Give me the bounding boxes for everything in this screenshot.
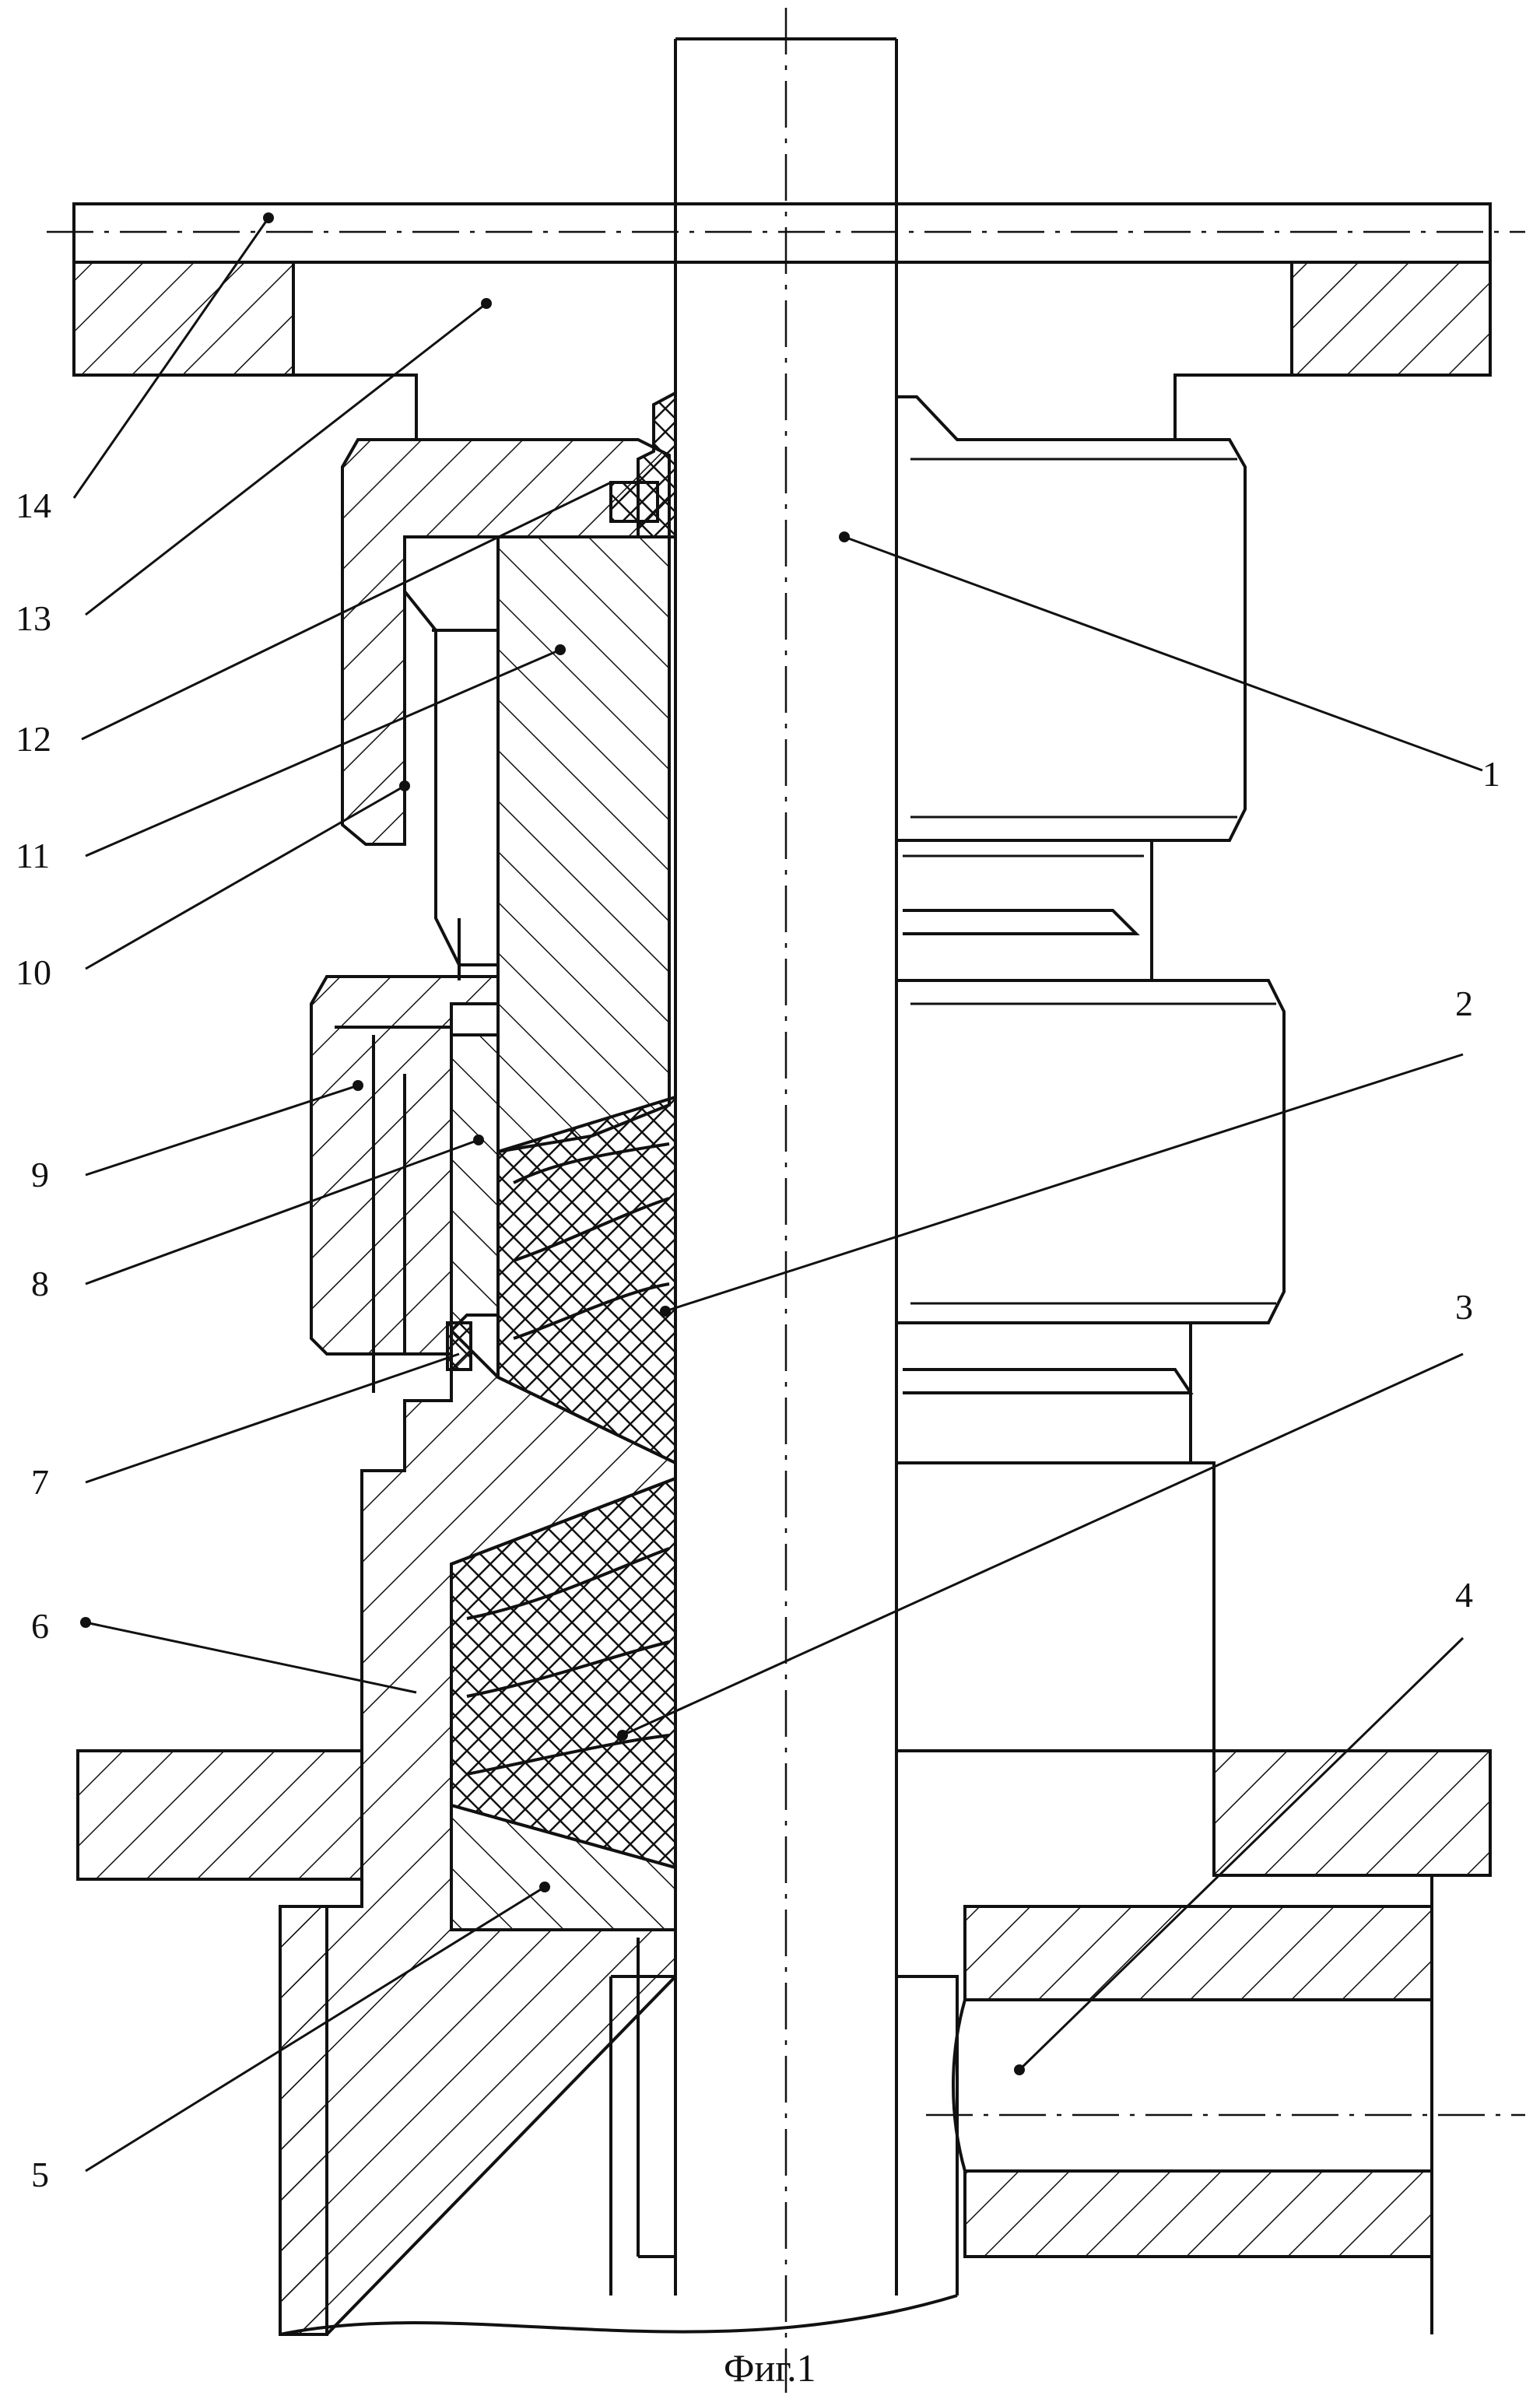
shaft bbox=[675, 8, 896, 2393]
sleeve bbox=[405, 537, 498, 980]
label-11: 11 bbox=[16, 836, 50, 875]
label-3: 3 bbox=[1455, 1287, 1473, 1327]
label-6: 6 bbox=[31, 1606, 49, 1646]
right-lower-flange bbox=[926, 1751, 1525, 2334]
inner-bushing bbox=[498, 537, 669, 1152]
label-14: 14 bbox=[16, 486, 51, 525]
left-lower-flange bbox=[78, 1751, 362, 2334]
top-plate bbox=[74, 204, 1490, 440]
label-13: 13 bbox=[16, 598, 51, 638]
label-9: 9 bbox=[31, 1155, 49, 1194]
label-12: 12 bbox=[16, 719, 51, 759]
label-7: 7 bbox=[31, 1462, 49, 1502]
right-external-view bbox=[896, 397, 1284, 1751]
label-10: 10 bbox=[16, 952, 51, 992]
label-2: 2 bbox=[1455, 984, 1473, 1023]
label-5: 5 bbox=[31, 2155, 49, 2194]
figure-caption: Фиг.1 bbox=[724, 2346, 816, 2390]
label-4: 4 bbox=[1455, 1575, 1473, 1615]
label-8: 8 bbox=[31, 1264, 49, 1303]
label-1: 1 bbox=[1482, 754, 1500, 794]
